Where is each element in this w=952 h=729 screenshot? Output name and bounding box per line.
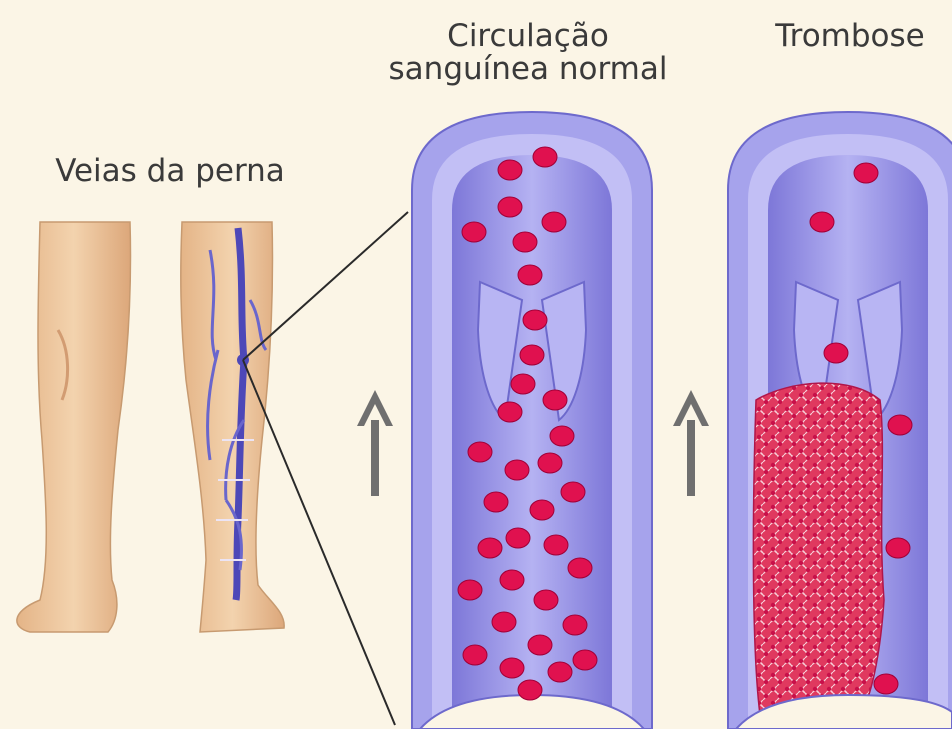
- zoom-line-bottom: [243, 360, 395, 725]
- normal-circulation-title: Circulação sanguínea normal: [378, 20, 678, 86]
- legs-title: Veias da perna: [40, 155, 300, 188]
- thrombosis-vein: [728, 112, 952, 729]
- up-arrow-icon: [357, 390, 393, 496]
- right-leg: [181, 222, 284, 632]
- normal-vein: [412, 112, 652, 729]
- left-leg: [17, 222, 131, 632]
- thrombosis-title: Trombose: [750, 20, 950, 53]
- normal-circulation-title-line1: Circulação: [378, 20, 678, 53]
- up-arrow-icon: [673, 390, 709, 496]
- thrombus-clot: [753, 383, 884, 715]
- normal-circulation-title-line2: sanguínea normal: [378, 53, 678, 86]
